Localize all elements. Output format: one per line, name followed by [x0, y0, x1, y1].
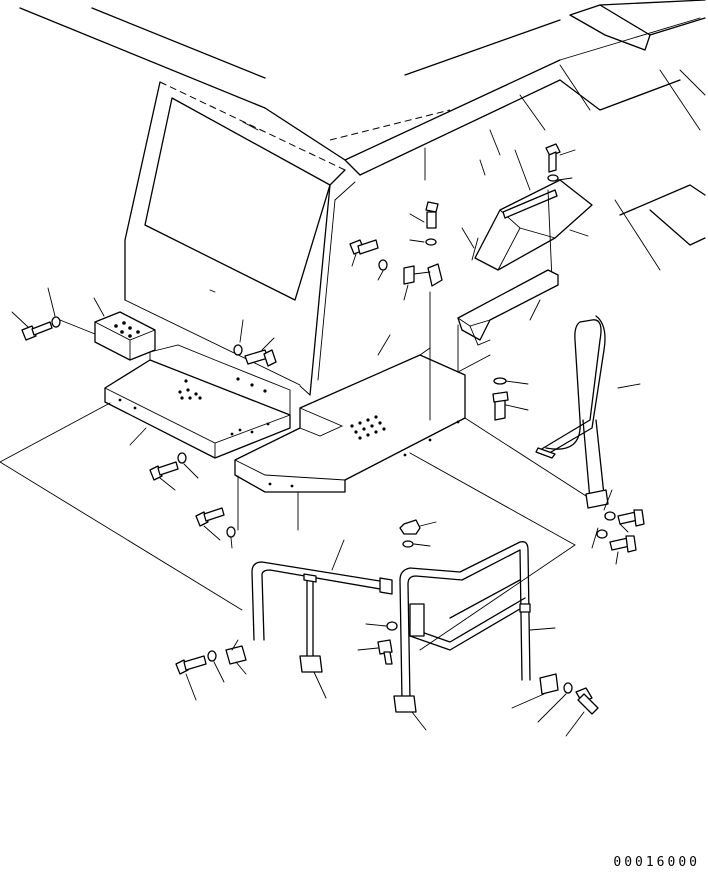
- washer: [604, 511, 616, 521]
- leader-line: [511, 693, 545, 709]
- leader-line: [409, 239, 425, 243]
- leader-line: [569, 229, 589, 237]
- leader-line: [185, 673, 197, 701]
- leader-line: [230, 537, 233, 549]
- document-number: 00016000: [613, 855, 700, 870]
- bolt: [149, 461, 179, 481]
- leader-line: [59, 319, 96, 335]
- leader-line: [559, 149, 576, 156]
- leader-line: [411, 711, 427, 731]
- leader-line: [619, 523, 629, 533]
- bolt: [425, 201, 439, 229]
- washer: [51, 316, 61, 328]
- handrail-lower-right: [393, 541, 559, 713]
- leader-line: [461, 227, 475, 249]
- reference-lines: [0, 291, 601, 651]
- handrail-lower-left: [225, 539, 393, 673]
- leader-line: [351, 253, 357, 267]
- leader-line: [203, 525, 221, 541]
- bolt: [21, 321, 53, 341]
- washer: [226, 526, 236, 538]
- washer: [177, 452, 187, 464]
- leader-line: [537, 693, 567, 723]
- leader-line: [557, 177, 573, 181]
- leader-line: [129, 427, 147, 446]
- leader-line: [93, 297, 105, 317]
- leader-line: [365, 623, 387, 627]
- leader-line: [403, 284, 409, 301]
- step-block: [94, 311, 156, 361]
- leader-line: [11, 311, 29, 328]
- bolt: [545, 143, 561, 173]
- leader-line: [313, 671, 327, 699]
- leader-line: [159, 477, 176, 491]
- washer: [425, 238, 437, 246]
- leader-line: [419, 521, 437, 527]
- leader-line: [603, 489, 613, 511]
- nut: [399, 519, 421, 535]
- bolt: [244, 349, 277, 367]
- leader-line: [377, 270, 384, 281]
- washer: [493, 377, 507, 385]
- bolt: [617, 509, 645, 527]
- bolt: [492, 391, 509, 421]
- bolt: [175, 655, 207, 675]
- leader-line: [565, 711, 585, 737]
- clip: [403, 263, 443, 287]
- leader-line: [213, 661, 225, 683]
- washer: [233, 344, 243, 356]
- bolt: [377, 639, 393, 665]
- leader-line: [505, 380, 529, 385]
- mounting-bracket: [457, 269, 559, 373]
- bolt: [609, 535, 637, 553]
- leader-line: [183, 463, 199, 479]
- washer: [386, 621, 398, 631]
- bolt: [575, 687, 599, 715]
- handrail-upper-right: [535, 315, 641, 509]
- leader-line: [357, 647, 379, 651]
- step-plate-left: [104, 344, 291, 459]
- leader-line: [471, 237, 479, 261]
- leader-line: [409, 213, 425, 223]
- washer: [378, 259, 388, 271]
- leader-line: [235, 661, 247, 675]
- bolt: [195, 507, 225, 527]
- washer: [563, 682, 573, 694]
- rear-structure-outline: [329, 0, 706, 271]
- washer: [596, 529, 608, 539]
- leader-line: [261, 337, 275, 351]
- washer: [207, 650, 217, 662]
- leader-line: [413, 543, 431, 547]
- cab-outline: [19, 7, 391, 396]
- washer: [402, 540, 414, 548]
- leader-line: [615, 551, 619, 565]
- leader-line: [239, 319, 244, 343]
- cover-bracket: [474, 179, 593, 281]
- leader-line: [505, 404, 529, 411]
- leader-line: [591, 527, 599, 549]
- bolt: [349, 239, 379, 255]
- leader-line: [47, 287, 56, 317]
- washer: [547, 174, 559, 182]
